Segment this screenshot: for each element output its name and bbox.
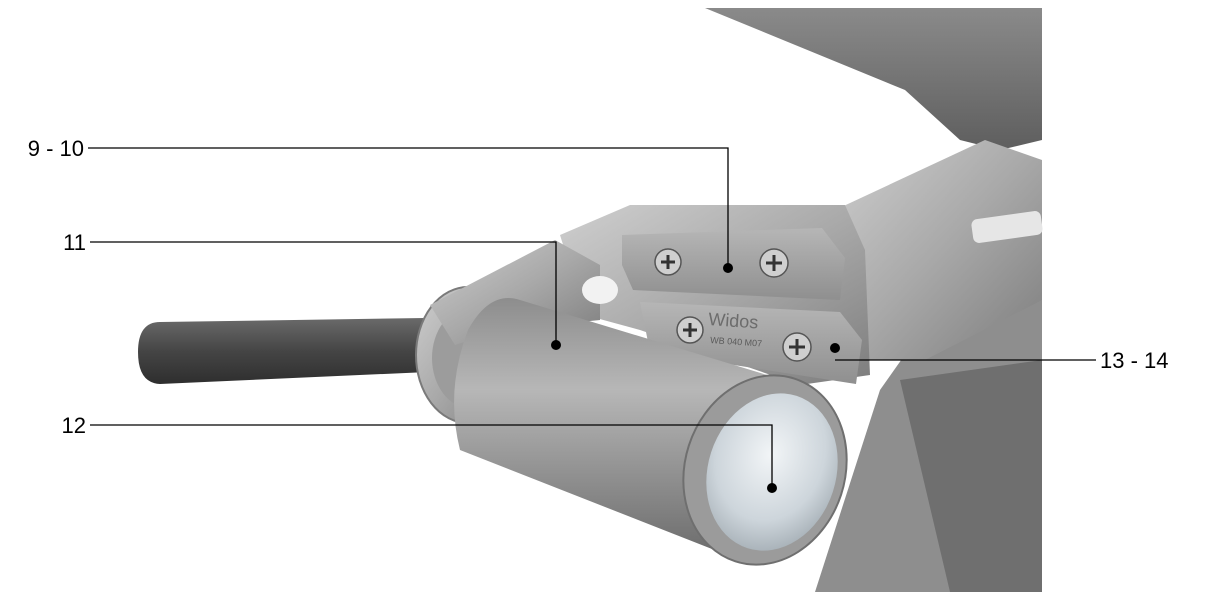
housing-top: [705, 8, 1042, 150]
callout-dot-13-14: [830, 343, 840, 353]
screw-icon: [759, 248, 789, 278]
screw-icon: [782, 332, 812, 362]
callout-dot-9-10: [723, 263, 733, 273]
screw-icon: [676, 316, 704, 344]
leader-line-11: [90, 241, 557, 345]
arm-slot: [971, 211, 1043, 243]
callout-label-12: 12: [62, 413, 86, 438]
support-arm: [835, 140, 1042, 360]
link-hole: [582, 276, 618, 304]
callout-label-9-10: 9 - 10: [28, 136, 84, 161]
callout-leaders: [88, 147, 1096, 488]
machine-photo: Widos WB 040 M07: [138, 8, 1043, 592]
leader-line-12: [90, 424, 773, 488]
callout-dot-12: [767, 483, 777, 493]
housing-lower-shadow: [900, 360, 1042, 592]
callout-label-13-14: 13 - 14: [1100, 348, 1169, 373]
upper-blade: [622, 228, 845, 300]
screws: [654, 248, 812, 362]
leader-line-9-10: [88, 147, 729, 268]
callout-label-11: 11: [63, 230, 86, 255]
blade-engraving-brand: Widos: [708, 309, 759, 332]
roller-cylinder: [454, 298, 848, 566]
screw-icon: [654, 248, 682, 276]
callout-dots: [551, 263, 840, 493]
grip-handle: [138, 318, 428, 384]
callout-dot-11: [551, 340, 561, 350]
blade-engraving-code: WB 040 M07: [710, 335, 763, 349]
